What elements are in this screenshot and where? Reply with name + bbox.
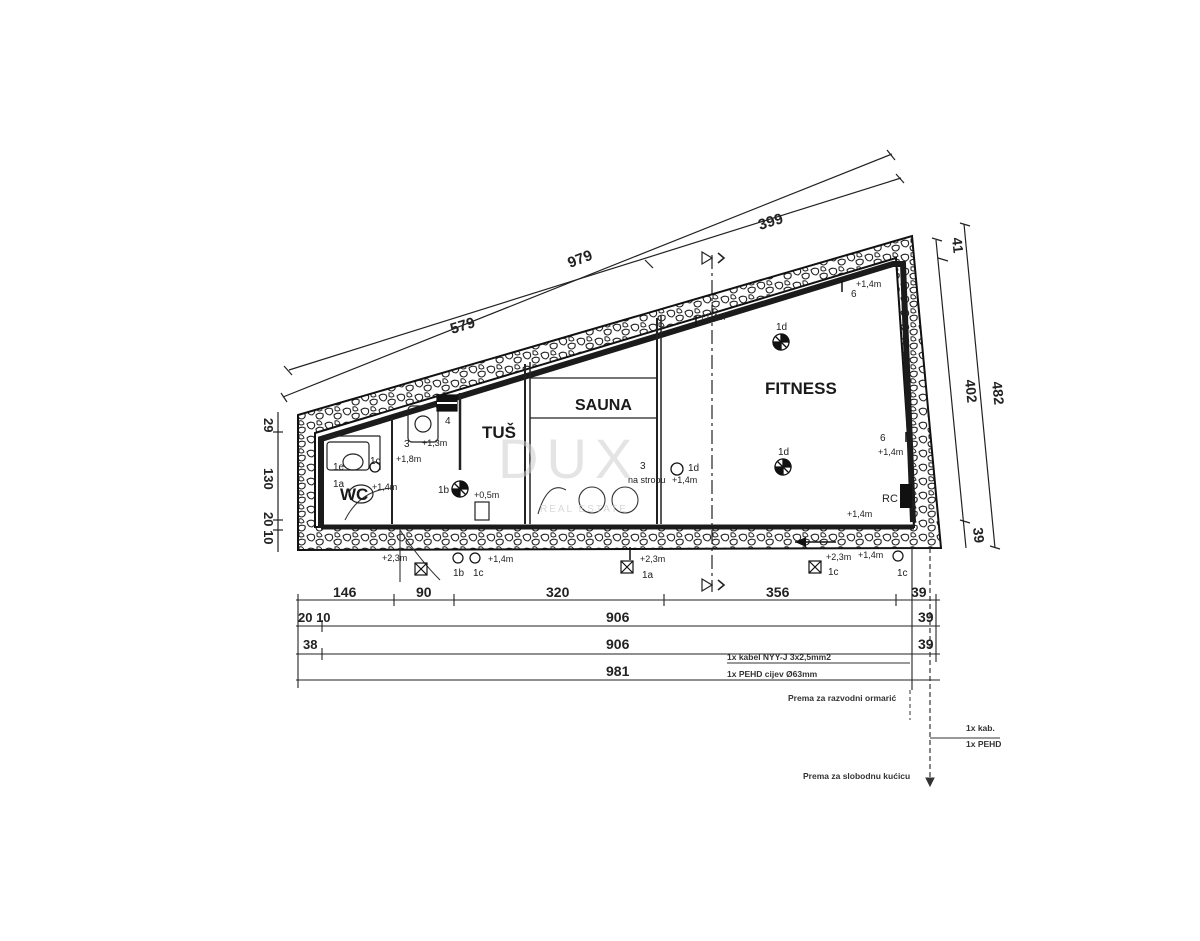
height-tus-low: +0,5m <box>474 490 499 500</box>
height-bottom-2: +1,4m <box>488 554 513 564</box>
height-wc2: +1,4m <box>372 482 397 492</box>
rc-panel <box>900 484 912 508</box>
dim-right-total: 482 <box>989 381 1007 406</box>
dim-row2-total: 906 <box>606 609 630 625</box>
top-dimension-lines <box>280 149 905 403</box>
note-pipe: 1x PEHD cijev Ø63mm <box>727 669 818 679</box>
label-3-sauna: 3 <box>640 461 646 472</box>
dim-top-total: 979 <box>565 247 594 272</box>
height-bottom-5: +1,4m <box>858 550 883 560</box>
section-line <box>701 250 726 593</box>
dim-row3-total: 906 <box>606 636 630 652</box>
label-4: 4 <box>445 416 451 427</box>
na-stropu-label: na stropu <box>628 475 666 485</box>
room-label-sauna: SAUNA <box>575 397 632 414</box>
label-1e: 1e <box>333 462 345 473</box>
dim-bottom-seg-5: 39 <box>911 584 927 600</box>
dim-bottom-seg-1: 146 <box>333 584 357 600</box>
dim-right-top: 41 <box>949 237 967 254</box>
height-tus: +1,3m <box>422 438 447 448</box>
partition-walls <box>325 316 662 524</box>
light-fitness-top-icon <box>772 333 790 351</box>
note-side-1: 1x kab. <box>966 723 995 733</box>
dim-row4-total: 981 <box>606 663 630 679</box>
note-side-2: 1x PEHD <box>966 739 1001 749</box>
inner-wall-lining <box>318 261 916 530</box>
label-1c-right: 1c <box>828 567 839 578</box>
height-top: +1,4m <box>856 279 881 289</box>
light-symbols <box>369 333 792 498</box>
left-dimension-lines <box>273 412 283 552</box>
dim-left-mid: 130 <box>261 468 276 490</box>
note-to-house: Prema za slobodnu kućicu <box>803 771 910 781</box>
label-1a-bottom: 1a <box>642 570 654 581</box>
room-label-tus: TUŠ <box>482 423 516 442</box>
label-rc: RC <box>882 493 898 505</box>
dim-bottom-seg-2: 90 <box>416 584 432 600</box>
height-right-low: +1,4m <box>847 509 872 519</box>
bottom-dimension-lines <box>296 548 940 786</box>
dim-left-top: 29 <box>261 418 276 432</box>
label-1a: 1a <box>333 479 345 490</box>
switch-bottom-1-icon <box>452 552 464 564</box>
height-wc1: +1,8m <box>396 454 421 464</box>
height-top2: +1,4m <box>700 312 725 322</box>
dim-top-right: 399 <box>756 210 785 234</box>
room-label-fitness: FITNESS <box>765 379 837 398</box>
outlet-markers <box>414 281 907 576</box>
switch-bottom-2-icon <box>469 552 481 564</box>
note-to-meter: Prema za razvodni ormarić <box>788 693 896 703</box>
dim-top-left: 579 <box>448 314 477 338</box>
light-fitness-mid-icon <box>774 458 792 476</box>
label-3-wc: 3 <box>404 439 410 450</box>
dim-row2-right: 39 <box>918 609 934 625</box>
light-tus-icon <box>451 480 469 498</box>
label-1b-bottom: 1b <box>453 568 465 579</box>
outlet-bottom-2-icon <box>620 560 634 574</box>
height-bottom-1: +2,3m <box>382 553 407 563</box>
wc-fixtures <box>326 405 490 521</box>
light-wc-icon <box>369 461 381 473</box>
dim-right-mid: 402 <box>962 379 980 404</box>
right-dimension-lines <box>931 222 1001 550</box>
dim-row3-right: 39 <box>918 636 934 652</box>
height-sauna: +1,4m <box>672 475 697 485</box>
note-leaders <box>727 662 1000 788</box>
outer-wall <box>297 234 943 552</box>
label-1d-sauna: 1d <box>688 463 699 474</box>
label-1d-top: 1d <box>776 322 787 333</box>
height-bottom-3: +2,3m <box>640 554 665 564</box>
note-cable: 1x kabel NYY-J 3x2,5mm2 <box>727 652 831 662</box>
height-bottom-4: +2,3m <box>826 552 851 562</box>
outlet-bottom-1-icon <box>414 562 428 576</box>
light-sauna-icon <box>670 462 684 476</box>
outlet-bottom-3-icon <box>808 560 822 574</box>
watermark-tagline: REAL ESTATE <box>540 504 628 515</box>
direction-arrow <box>795 537 836 547</box>
label-6-mid: 6 <box>880 433 886 444</box>
label-1b: 1b <box>438 485 450 496</box>
height-right: +1,4m <box>878 447 903 457</box>
label-1c-wc: 1c <box>370 456 381 467</box>
dim-right-bottom: 39 <box>970 527 988 544</box>
label-6-top: 6 <box>851 289 857 300</box>
watermark-logo: DUX <box>498 427 640 490</box>
dim-left-bottom: 20 10 <box>261 512 276 545</box>
label-1d-mid: 1d <box>778 447 789 458</box>
label-1c-bottom: 1c <box>473 568 484 579</box>
room-label-wc: WC <box>340 485 368 504</box>
dim-row2-left: 20 10 <box>298 610 331 625</box>
label-1c-far: 1c <box>897 568 908 579</box>
switch-right-icon <box>892 550 904 562</box>
door-swings <box>344 486 639 582</box>
dim-bottom-seg-4: 356 <box>766 584 790 600</box>
dim-bottom-seg-3: 320 <box>546 584 570 600</box>
dim-row3-left: 38 <box>303 637 317 652</box>
